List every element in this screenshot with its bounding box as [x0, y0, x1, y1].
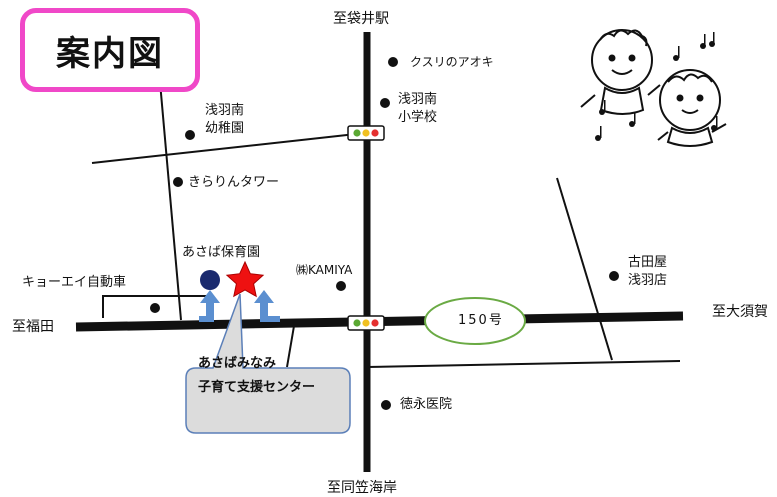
traffic-light-north	[347, 125, 385, 141]
map-title-box: 案内図	[20, 8, 200, 92]
route-150-oval	[424, 297, 526, 345]
dest-north: 至袋井駅	[333, 11, 389, 27]
traffic-light-south	[347, 315, 385, 331]
music-notes-icon	[595, 32, 718, 141]
label-tokunaga: 徳永医院	[400, 397, 453, 412]
label-kyoei: キョーエイ自動車	[22, 275, 127, 290]
entrance-arrow-right-icon	[254, 290, 280, 322]
upper-road	[91, 132, 366, 164]
short-road-south	[286, 325, 295, 368]
label-kusuri: クスリのアオキ	[410, 55, 494, 69]
target-name-1: あさばみなみ	[198, 356, 277, 371]
dest-west: 至福田	[12, 319, 54, 335]
label-kirarin: きらりんタワー	[188, 175, 280, 190]
label-hoikuen: あさば保育園	[182, 245, 261, 260]
kyoei-road	[102, 295, 210, 318]
kusuri-dot	[388, 57, 398, 67]
kids-illustration	[580, 29, 727, 147]
lower-road	[366, 360, 681, 368]
kamiya-dot	[336, 281, 346, 291]
dest-south: 至同笠海岸	[327, 480, 397, 496]
left-diagonal-road	[159, 81, 182, 321]
label-furutaya-2: 浅羽店	[628, 273, 668, 288]
map-title: 案内図	[56, 33, 164, 74]
label-kindergarten-1: 浅羽南	[205, 103, 245, 118]
entrance-arrow-left-icon	[199, 290, 220, 322]
target-star-icon	[225, 260, 265, 298]
target-callout-text: あさばみなみ 子育て支援センター	[198, 352, 315, 400]
kirarin-dot	[173, 177, 183, 187]
label-kindergarten-2: 幼稚園	[205, 121, 245, 136]
label-furutaya-1: 古田屋	[628, 255, 668, 270]
right-diagonal-road	[556, 177, 613, 361]
kyoei-dot	[150, 303, 160, 313]
furutaya-dot	[609, 271, 619, 281]
kindergarten-dot	[185, 130, 195, 140]
school-dot	[380, 98, 390, 108]
hoikuen-marker	[200, 270, 220, 290]
dest-east: 至大須賀	[712, 304, 768, 320]
label-route-150: 150号	[458, 313, 504, 328]
label-school-1: 浅羽南	[398, 92, 438, 107]
target-callout	[185, 293, 351, 434]
label-school-2: 小学校	[398, 110, 438, 125]
label-kamiya: ㈱KAMIYA	[296, 263, 353, 277]
target-name-2: 子育て支援センター	[198, 380, 316, 395]
tokunaga-dot	[381, 400, 391, 410]
